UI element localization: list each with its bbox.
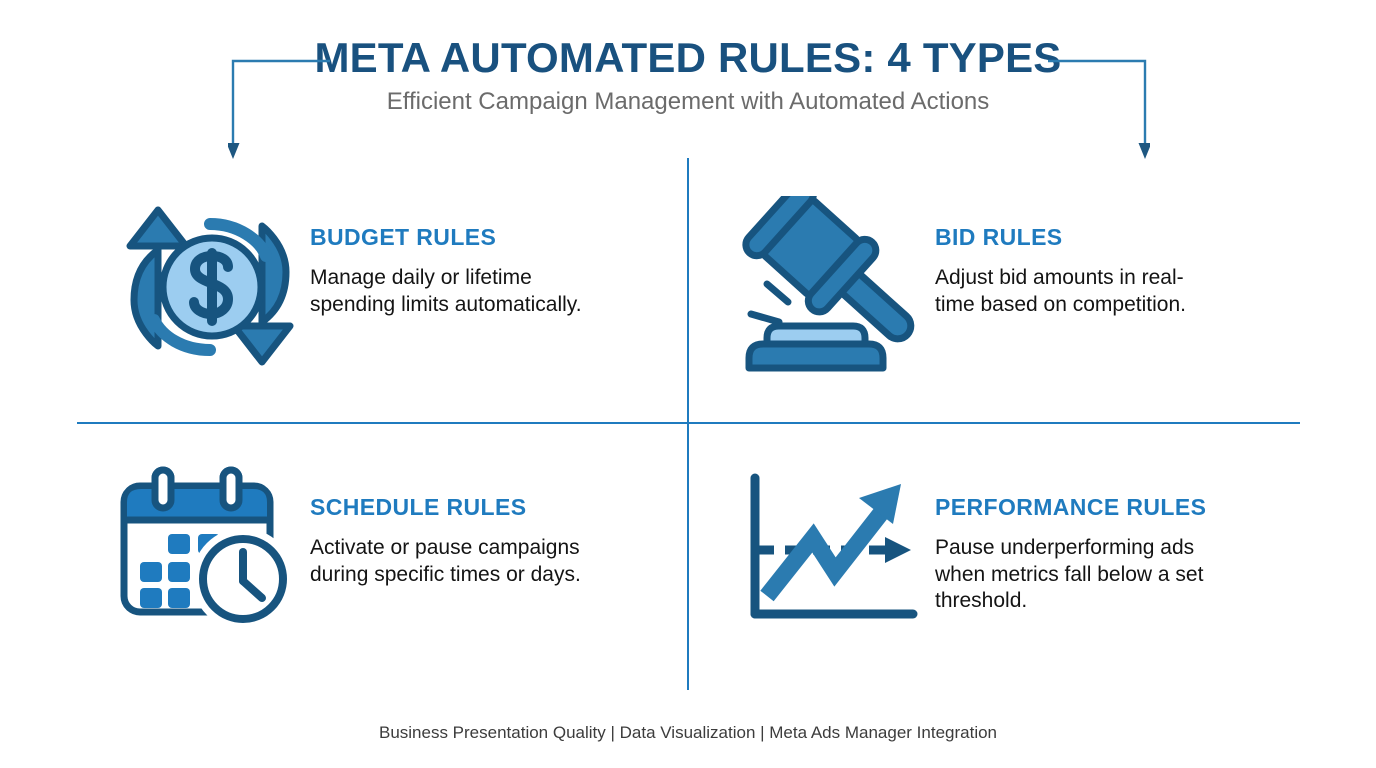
card-text-schedule: SCHEDULE RULES Activate or pause campaig… — [310, 462, 670, 588]
card-performance-rules: PERFORMANCE RULES Pause underperforming … — [735, 462, 1315, 632]
header: META AUTOMATED RULES: 4 TYPES Efficient … — [0, 34, 1376, 117]
page-title: META AUTOMATED RULES: 4 TYPES — [314, 34, 1062, 81]
card-title-bid: BID RULES — [935, 224, 1063, 250]
growth-chart-arrow-icon — [735, 462, 935, 632]
card-text-budget: BUDGET RULES Manage daily or lifetime sp… — [310, 196, 670, 318]
card-title-budget: BUDGET RULES — [310, 224, 497, 250]
card-title-performance: PERFORMANCE RULES — [935, 494, 1207, 520]
footer-caption: Business Presentation Quality | Data Vis… — [378, 723, 998, 742]
right-connector-arrow-icon — [1048, 59, 1150, 159]
card-description-bid: Adjust bid amounts in real-time based on… — [935, 266, 1186, 316]
left-connector-arrow-icon — [228, 59, 330, 159]
page-subtitle: Efficient Campaign Management with Autom… — [386, 88, 990, 116]
vertical-divider — [687, 158, 689, 690]
card-description-budget: Manage daily or lifetime spending limits… — [310, 266, 582, 316]
card-bid-rules: BID RULES Adjust bid amounts in real-tim… — [735, 196, 1315, 376]
gavel-icon — [735, 196, 935, 376]
card-title-schedule: SCHEDULE RULES — [310, 494, 527, 520]
budget-cycle-dollar-icon — [110, 196, 310, 376]
card-description-schedule: Activate or pause campaigns during speci… — [310, 536, 581, 586]
card-text-bid: BID RULES Adjust bid amounts in real-tim… — [935, 196, 1315, 318]
card-description-performance: Pause underperforming ads when metrics f… — [935, 536, 1204, 613]
card-budget-rules: BUDGET RULES Manage daily or lifetime sp… — [110, 196, 670, 376]
card-schedule-rules: SCHEDULE RULES Activate or pause campaig… — [110, 462, 670, 632]
card-text-performance: PERFORMANCE RULES Pause underperforming … — [935, 462, 1315, 615]
calendar-clock-icon — [110, 462, 310, 632]
